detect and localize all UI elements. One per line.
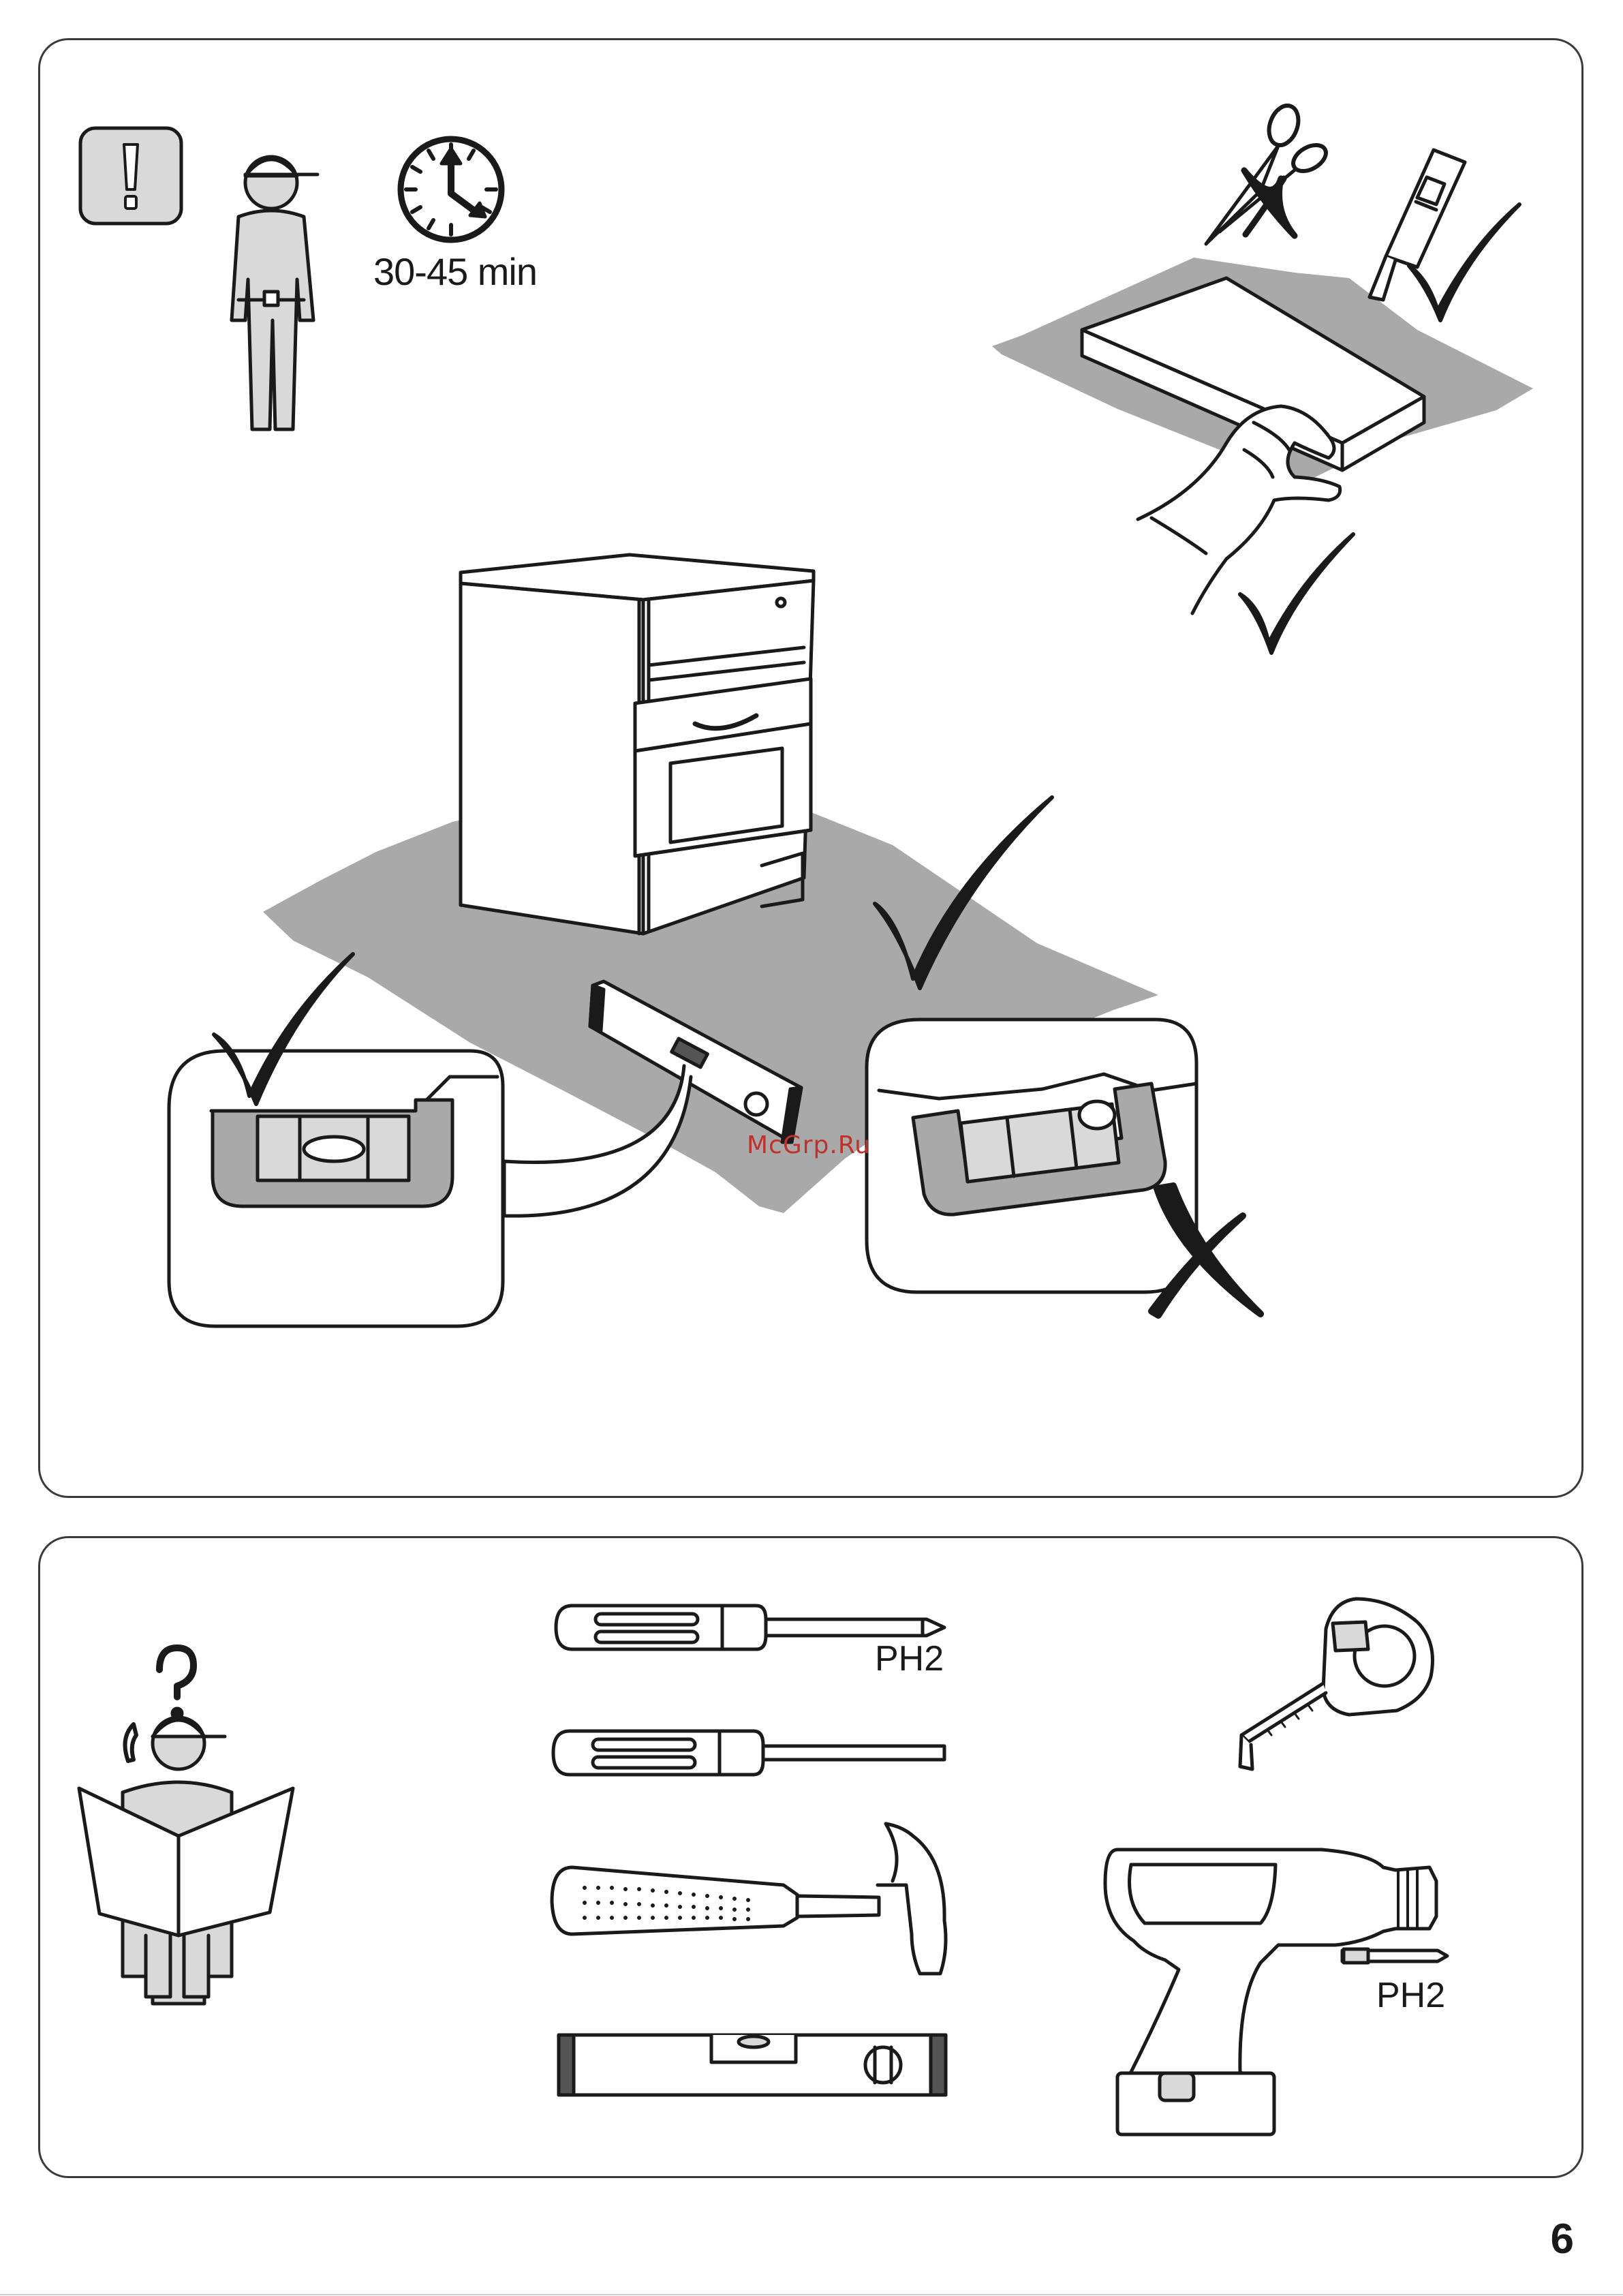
phone-icon xyxy=(125,1724,137,1761)
drill-bit-label: PH2 xyxy=(1376,1975,1445,2016)
person-icon xyxy=(232,157,318,429)
assembly-time-label: 30-45 min xyxy=(373,249,537,294)
screwdriver-icon xyxy=(553,1731,944,1775)
cross-icon xyxy=(1244,170,1295,236)
level-zoom-wrong xyxy=(867,1020,1196,1292)
check-icon xyxy=(1240,534,1353,653)
level-icon xyxy=(559,2035,946,2095)
tape-measure-icon xyxy=(1240,1599,1433,1769)
screwdriver-bit-label: PH2 xyxy=(875,1638,944,1679)
watermark: McGrp.Ru xyxy=(747,1131,871,1159)
clock-icon xyxy=(401,139,501,240)
footer-divider xyxy=(0,2294,1623,2295)
bedside-table xyxy=(461,555,814,934)
warning-icon xyxy=(80,128,181,224)
hammer-icon xyxy=(552,1824,946,1974)
page-number: 6 xyxy=(1551,2215,1574,2263)
scissors-icon xyxy=(1206,102,1331,244)
